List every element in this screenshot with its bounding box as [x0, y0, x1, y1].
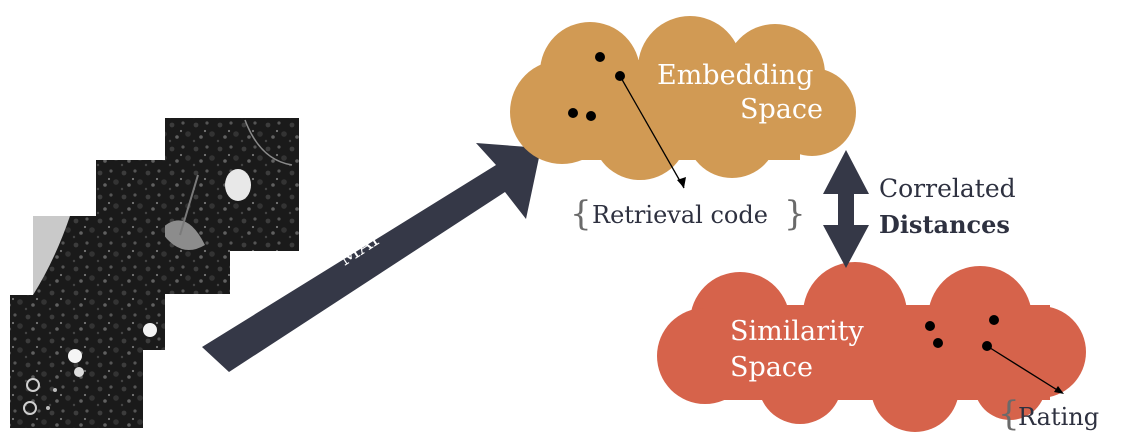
embedding-point [586, 111, 596, 121]
rating-open-brace: { [998, 394, 1020, 434]
rating-pointer [986, 345, 1064, 394]
embedding-point [568, 108, 578, 118]
ct-image-stack [10, 118, 299, 428]
rating-label: Rating [1018, 403, 1100, 431]
retrieval-pointer [619, 75, 686, 189]
retrieval-code-label: Retrieval code [592, 201, 768, 229]
map-arrow [202, 143, 541, 372]
similarity-point [989, 315, 999, 325]
similarity-points [925, 315, 999, 351]
similarity-point [925, 321, 935, 331]
distances-label: Distances [879, 210, 1010, 239]
correlation-double-arrow [823, 150, 869, 268]
retrieval-open-brace: { [570, 194, 592, 234]
embedding-space-label-line1: Embedding [657, 60, 814, 91]
similarity-space-label-line1: Similarity [730, 316, 864, 347]
embedding-space-label-line2: Space [740, 94, 823, 125]
embedding-point [595, 52, 605, 62]
embedding-space-cloud [510, 16, 856, 180]
ct-slice-1 [10, 295, 143, 428]
retrieval-close-brace: } [784, 194, 806, 234]
correlated-label: Correlated [879, 174, 1016, 203]
similarity-point [933, 338, 943, 348]
similarity-space-label-line2: Space [730, 352, 813, 383]
